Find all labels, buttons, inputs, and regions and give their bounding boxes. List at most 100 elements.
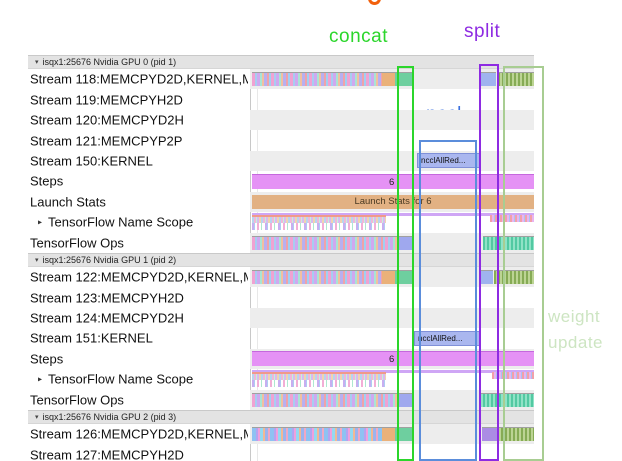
track-stream-118[interactable]	[250, 69, 534, 90]
step-number: 6	[389, 176, 395, 188]
row-label-stream-121: Stream 121:MEMCPYP2P	[30, 133, 183, 149]
track-stream-120[interactable]	[250, 109, 534, 131]
name-scope-strip	[252, 215, 386, 217]
track-row-stream-124: Stream 124:MEMCPYD2H	[0, 307, 622, 329]
track-stream-122[interactable]	[250, 266, 534, 288]
name-scope-bars[interactable]	[252, 373, 386, 380]
track-row-tf-ops-gpu1: TensorFlow Ops	[0, 389, 622, 410]
device-header-label: isqx1:25676 Nvidia GPU 1 (pid 2)	[42, 254, 177, 265]
annotation-update-label: update	[548, 333, 603, 352]
kernel-activity-bar[interactable]	[252, 427, 412, 441]
tf-ops-bar[interactable]	[252, 392, 397, 407]
row-label-stream-151: Stream 151:KERNEL	[30, 330, 153, 346]
row-label-stream-118: Stream 118:MEMCPYD2D,KERNEL,ME	[30, 71, 248, 87]
row-label-name-scope[interactable]: ▸ TensorFlow Name Scope	[38, 371, 194, 387]
launch-stats-bar[interactable]: Launch Stats for 6	[252, 194, 534, 209]
track-row-launch-stats: Launch Stats Launch Stats for 6	[0, 191, 622, 213]
track-stream-126[interactable]	[250, 424, 534, 445]
device-header-gpu1[interactable]: ▾ isqx1:25676 Nvidia GPU 1 (pid 2)	[28, 252, 534, 267]
device-header-label: isqx1:25676 Nvidia GPU 2 (pid 3)	[42, 412, 177, 422]
name-scope-bars-right[interactable]	[492, 372, 534, 380]
name-scope-bars	[252, 222, 386, 230]
track-stream-119[interactable]	[250, 89, 534, 109]
track-row-stream-151: Stream 151:KERNEL ncclAllRed...	[0, 328, 622, 348]
nccl-allreduce-event-bar[interactable]: ncclAllRed...	[417, 153, 480, 169]
annotation-concat-label: concat	[329, 26, 388, 47]
track-row-stream-121: Stream 121:MEMCPYP2P	[0, 130, 622, 150]
track-stream-151[interactable]: ncclAllRed...	[250, 328, 534, 348]
weight-update-kernel-bar[interactable]	[494, 269, 534, 284]
annotation-weight-label: weight	[548, 307, 601, 326]
device-header-label: isqx1:25676 Nvidia GPU 0 (pid 1)	[42, 57, 177, 67]
track-row-steps-gpu1: Steps 6	[0, 348, 622, 370]
step-number: 6	[389, 354, 395, 366]
step-bar[interactable]: 6	[252, 351, 534, 367]
tf-ops-weight-update-bar[interactable]	[479, 392, 534, 407]
track-steps-gpu1[interactable]: 6	[250, 348, 534, 370]
split-kernel-bar[interactable]	[482, 427, 497, 441]
track-stream-123[interactable]	[250, 287, 534, 307]
expand-icon[interactable]: ▸	[38, 374, 43, 384]
row-label-name-scope[interactable]: ▸ TensorFlow Name Scope	[38, 214, 194, 230]
track-name-scope-gpu0[interactable]	[250, 212, 534, 232]
row-label-stream-126: Stream 126:MEMCPYD2D,KERNEL,MI	[30, 426, 248, 442]
track-row-stream-122: Stream 122:MEMCPYD2D,KERNEL,MI	[0, 266, 622, 288]
name-scope-bars-right[interactable]	[490, 215, 534, 223]
device-header-gpu0[interactable]: ▾ isqx1:25676 Nvidia GPU 0 (pid 1)	[28, 55, 534, 69]
track-stream-150[interactable]: ncclAllRed...	[250, 150, 534, 172]
kernel-activity-bar[interactable]	[252, 269, 412, 284]
collapse-icon[interactable]: ▾	[35, 414, 39, 421]
track-row-stream-150: Stream 150:KERNEL ncclAllRed...	[0, 150, 622, 172]
step-bar[interactable]: 6	[252, 173, 534, 189]
row-label-stream-122: Stream 122:MEMCPYD2D,KERNEL,MI	[30, 269, 248, 285]
name-scope-strip	[252, 372, 386, 374]
name-scope-strip	[252, 370, 534, 373]
split-kernel-bar[interactable]	[481, 72, 496, 86]
row-label-steps: Steps	[30, 351, 64, 367]
row-label-stream-124: Stream 124:MEMCPYD2H	[30, 310, 184, 326]
collapse-icon[interactable]: ▾	[35, 256, 39, 264]
row-label-stream-127: Stream 127:MEMCPYH2D	[30, 447, 184, 461]
track-row-steps-gpu0: Steps 6	[0, 171, 622, 191]
kernel-activity-bar[interactable]	[252, 72, 412, 86]
row-label-stream-120: Stream 120:MEMCPYD2H	[30, 112, 184, 128]
track-row-tf-ops-gpu0: TensorFlow Ops	[0, 232, 622, 253]
row-label-tf-ops: TensorFlow Ops	[30, 392, 124, 408]
name-scope-strip	[252, 213, 534, 216]
track-steps-gpu0[interactable]: 6	[250, 171, 534, 191]
track-tf-ops-gpu1[interactable]	[250, 389, 534, 410]
track-row-stream-123: Stream 123:MEMCPYH2D	[0, 287, 622, 307]
row-label-stream-119: Stream 119:MEMCPYH2D	[30, 92, 183, 108]
track-stream-121[interactable]	[250, 130, 534, 150]
weight-update-kernel-bar[interactable]	[497, 427, 534, 441]
annotation-split-label: split	[464, 21, 501, 42]
device-header-gpu2[interactable]: ▾ isqx1:25676 Nvidia GPU 2 (pid 3)	[28, 410, 534, 424]
tf-ops-split-bar[interactable]	[399, 392, 413, 407]
track-row-name-scope-gpu0: ▸ TensorFlow Name Scope	[0, 212, 622, 232]
collapse-icon[interactable]: ▾	[35, 59, 39, 66]
track-name-scope-gpu1[interactable]	[250, 369, 534, 389]
track-launch-stats[interactable]: Launch Stats for 6	[250, 191, 534, 213]
row-label-stream-150: Stream 150:KERNEL	[30, 153, 153, 169]
track-stream-127[interactable]	[250, 444, 534, 461]
tf-ops-split-bar[interactable]	[399, 235, 412, 250]
track-row-name-scope-gpu1: ▸ TensorFlow Name Scope	[0, 369, 622, 389]
row-label-steps: Steps	[30, 173, 64, 189]
track-row-stream-119: Stream 119:MEMCPYH2D	[0, 89, 622, 109]
weight-update-kernel-bar[interactable]	[498, 72, 534, 86]
tf-ops-weight-update-bar[interactable]	[483, 235, 534, 250]
track-stream-124[interactable]	[250, 307, 534, 329]
nccl-allreduce-event-bar[interactable]: ncclAllRed...	[414, 330, 480, 346]
expand-icon[interactable]: ▸	[38, 217, 43, 227]
track-tf-ops-gpu0[interactable]	[250, 232, 534, 253]
track-row-stream-126: Stream 126:MEMCPYD2D,KERNEL,MI	[0, 424, 622, 445]
track-row-stream-118: Stream 118:MEMCPYD2D,KERNEL,ME	[0, 69, 622, 90]
row-label-tf-ops: TensorFlow Ops	[30, 235, 124, 251]
name-scope-bars[interactable]	[252, 216, 386, 223]
track-row-stream-127: Stream 127:MEMCPYH2D	[0, 444, 622, 461]
split-kernel-bar[interactable]	[481, 269, 493, 284]
tf-ops-bar[interactable]	[252, 235, 399, 250]
name-scope-bars	[252, 379, 386, 387]
row-label-launch-stats: Launch Stats	[30, 194, 106, 210]
